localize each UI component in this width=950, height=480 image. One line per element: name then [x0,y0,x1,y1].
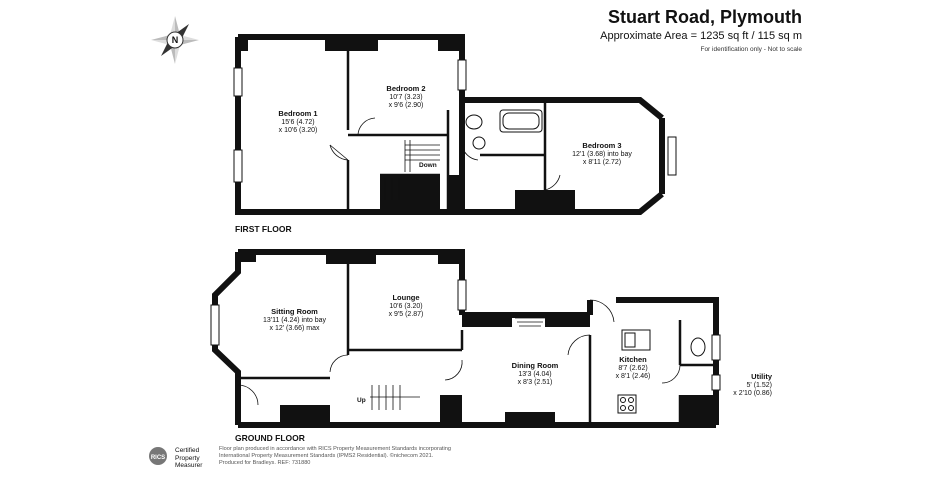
room-sitting-room: Sitting Room 13'11 (4.24) into bay x 12'… [247,307,342,334]
ground-floor-stairs [370,317,545,410]
room-dimension: x 9'6 (2.90) [388,102,424,109]
ground-floor-interior [238,252,716,425]
kitchen-fixtures [617,329,706,414]
compass-letter: N [172,35,179,45]
room-name: Bedroom 2 [386,84,426,93]
approximate-area: Approximate Area = 1235 sq ft / 115 sq m [600,30,802,42]
rics-logo-text: RICS [151,455,165,461]
disclaimer: For identification only - Not to scale [700,46,802,53]
room-dimension: 13'3 (4.04) [518,370,552,378]
room-dimension: x 8'3 (2.51) [517,379,553,386]
rics-line: Measurer [175,462,203,469]
rics-line: Property [175,454,200,462]
footer-line: Produced for Bradleys. REF: 731880 [219,460,311,467]
ground-floor-windows [210,279,721,391]
rics-logo-icon: RICS [149,447,167,465]
room-dimension: x 9'5 (2.87) [388,311,424,318]
rics-certification: Certified Property Measurer [175,447,202,470]
rics-line: Certified [175,447,200,454]
first-floor-stairs [384,140,440,200]
page-title: Stuart Road, Plymouth [607,7,802,27]
room-dimension: 5' (1.52) [746,381,772,389]
room-dimension: x 2'10 (0.86) [733,390,772,397]
footer-line: Floor plan produced in accordance with R… [219,446,451,452]
room-bedroom-3: Bedroom 3 12'1 (3.68) into bay x 8'11 (2… [552,141,652,168]
first-floor-label: FIRST FLOOR [235,224,292,234]
first-floor-wall-blocks [238,37,575,212]
room-name: Sitting Room [271,307,318,316]
room-dimension: 15'6 (4.72) [281,118,315,126]
room-name: Utility [751,372,772,381]
room-bedroom-1: Bedroom 1 15'6 (4.72) x 10'6 (3.20) [258,109,338,136]
room-dimension: 12'1 (3.68) into bay [572,150,632,158]
footer-note: Floor plan produced in accordance with R… [219,446,519,468]
room-kitchen: Kitchen 8'7 (2.62) x 8'1 (2.46) [598,355,668,382]
stairs-down-label: Down [419,162,437,169]
first-floor-windows [233,59,677,183]
room-name: Bedroom 1 [278,109,318,118]
room-dimension: 10'6 (3.20) [389,302,423,310]
room-name: Bedroom 3 [582,141,622,150]
stairs-up-label: Up [357,397,366,404]
room-dimension: 8'7 (2.62) [618,364,648,372]
ground-floor-doors [237,299,681,406]
room-dimension: x 8'1 (2.46) [615,373,651,380]
first-floor-doors [329,117,561,191]
footer-line: International Property Measurement Stand… [219,453,434,460]
room-name: Dining Room [511,361,559,370]
compass-icon: N [151,16,199,64]
room-dining-room: Dining Room 13'3 (4.04) x 8'3 (2.51) [495,361,575,388]
room-dimension: x 10'6 (3.20) [278,127,318,134]
room-dimension: 10'7 (3.23) [389,93,423,101]
room-dimension: 13'11 (4.24) into bay [262,316,327,324]
bathroom-fixtures [465,109,543,150]
room-dimension: x 8'11 (2.72) [582,159,622,166]
room-lounge: Lounge 10'6 (3.20) x 9'5 (2.87) [366,293,446,320]
room-utility: Utility 5' (1.52) x 2'10 (0.86) [722,372,772,399]
room-dimension: x 12' (3.66) max [269,325,320,332]
room-name: Lounge [392,293,420,302]
ground-floor-wall-blocks [238,252,716,425]
room-name: Kitchen [619,355,647,364]
ground-floor-label: GROUND FLOOR [235,433,305,443]
room-bedroom-2: Bedroom 2 10'7 (3.23) x 9'6 (2.90) [366,84,446,111]
